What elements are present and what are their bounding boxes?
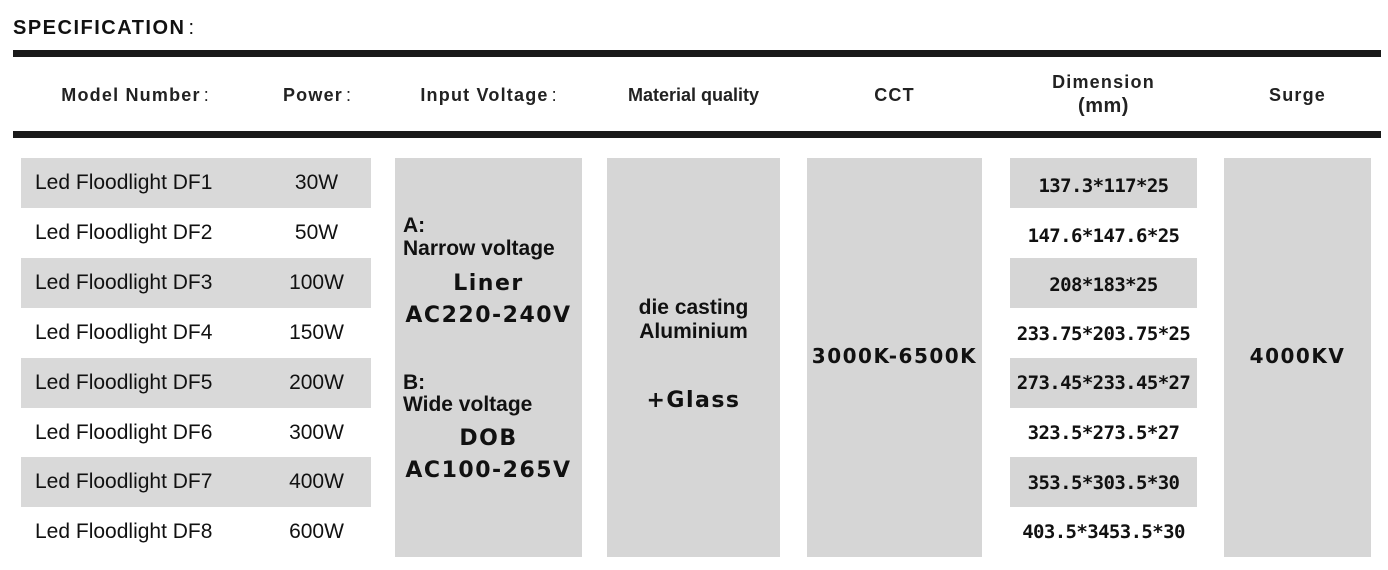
power-cell: 150W: [289, 321, 344, 344]
material-block: [607, 158, 780, 557]
material-line-3: +Glass: [646, 388, 741, 413]
power-cell: 50W: [294, 221, 339, 244]
voltage-a-range: AC220-240V: [405, 303, 572, 328]
power-cell: 300W: [289, 421, 344, 444]
dimension-cell: 323.5*273.5*27: [1027, 422, 1180, 444]
header-voltage-colon: :: [551, 84, 557, 105]
power-cell: 200W: [289, 371, 344, 394]
header-material: Material quality: [600, 60, 787, 130]
dimension-band: [1010, 258, 1197, 308]
surge-block: [1224, 158, 1371, 557]
header-power: Power:: [272, 60, 362, 130]
cct-block: [807, 158, 982, 557]
row-band: [21, 457, 371, 507]
header-model: Model Number:: [30, 60, 240, 130]
section-title-colon: :: [188, 17, 195, 39]
power-cell: 600W: [289, 520, 344, 543]
dimension-cell: 208*183*25: [1049, 274, 1158, 296]
model-cell: Led Floodlight DF2: [35, 221, 213, 244]
header-dimension-unit: (mm): [1078, 95, 1129, 117]
model-cell: Led Floodlight DF8: [35, 520, 213, 543]
surge-value: 4000KV: [1249, 344, 1346, 368]
voltage-b-label: B:: [403, 371, 426, 394]
header-dimension: Dimension (mm): [1010, 60, 1197, 130]
material-line-2: Aluminium: [639, 320, 748, 343]
header-voltage-label: Input Voltage: [420, 84, 549, 105]
row-band: [21, 158, 371, 208]
model-cell: Led Floodlight DF3: [35, 271, 213, 294]
dimension-band: [1010, 158, 1197, 208]
row-band: [21, 258, 371, 308]
voltage-a-label: A:: [403, 214, 426, 237]
dimension-cell: 147.6*147.6*25: [1027, 225, 1180, 247]
header-model-label: Model Number: [61, 84, 201, 105]
power-cell: 30W: [294, 171, 339, 194]
power-cell: 100W: [289, 271, 344, 294]
dimension-cell: 233.75*203.75*25: [1016, 323, 1191, 345]
row-band: [21, 358, 371, 408]
header-model-colon: :: [203, 84, 209, 105]
section-title-text: SPECIFICATION: [13, 17, 186, 39]
header-power-colon: :: [346, 84, 352, 105]
header-dimension-label: Dimension: [1052, 72, 1155, 92]
power-cell: 400W: [289, 470, 344, 493]
header-surge: Surge: [1224, 60, 1371, 130]
model-cell: Led Floodlight DF7: [35, 470, 213, 493]
dimension-cell: 273.45*233.45*27: [1016, 372, 1191, 394]
voltage-b-type: DOB: [459, 426, 518, 451]
material-line-1: die casting: [638, 296, 749, 319]
top-rule: [13, 50, 1381, 57]
header-surge-label: Surge: [1268, 84, 1326, 105]
header-cct-label: CCT: [874, 84, 915, 105]
voltage-a-type: Liner: [453, 271, 524, 296]
voltage-a-name: Narrow voltage: [403, 237, 555, 260]
voltage-b-range: AC100-265V: [405, 458, 572, 483]
voltage-b-name: Wide voltage: [403, 393, 533, 416]
model-cell: Led Floodlight DF4: [35, 321, 213, 344]
dimension-band: [1010, 358, 1197, 408]
header-material-label: Material quality: [627, 84, 760, 105]
voltage-block: [395, 158, 582, 557]
header-cct: CCT: [807, 60, 982, 130]
model-cell: Led Floodlight DF6: [35, 421, 213, 444]
model-cell: Led Floodlight DF1: [35, 171, 213, 194]
header-voltage: Input Voltage:: [395, 60, 582, 130]
header-power-label: Power: [282, 84, 343, 105]
dimension-cell: 353.5*303.5*30: [1027, 472, 1180, 494]
dimension-cell: 137.3*117*25: [1038, 175, 1169, 197]
model-cell: Led Floodlight DF5: [35, 371, 213, 394]
header-bottom-rule: [13, 131, 1381, 138]
dimension-cell: 403.5*3453.5*30: [1022, 521, 1185, 543]
cct-value: 3000K-6500K: [811, 344, 978, 368]
section-title: SPECIFICATION:: [13, 17, 194, 40]
dimension-band: [1010, 457, 1197, 507]
